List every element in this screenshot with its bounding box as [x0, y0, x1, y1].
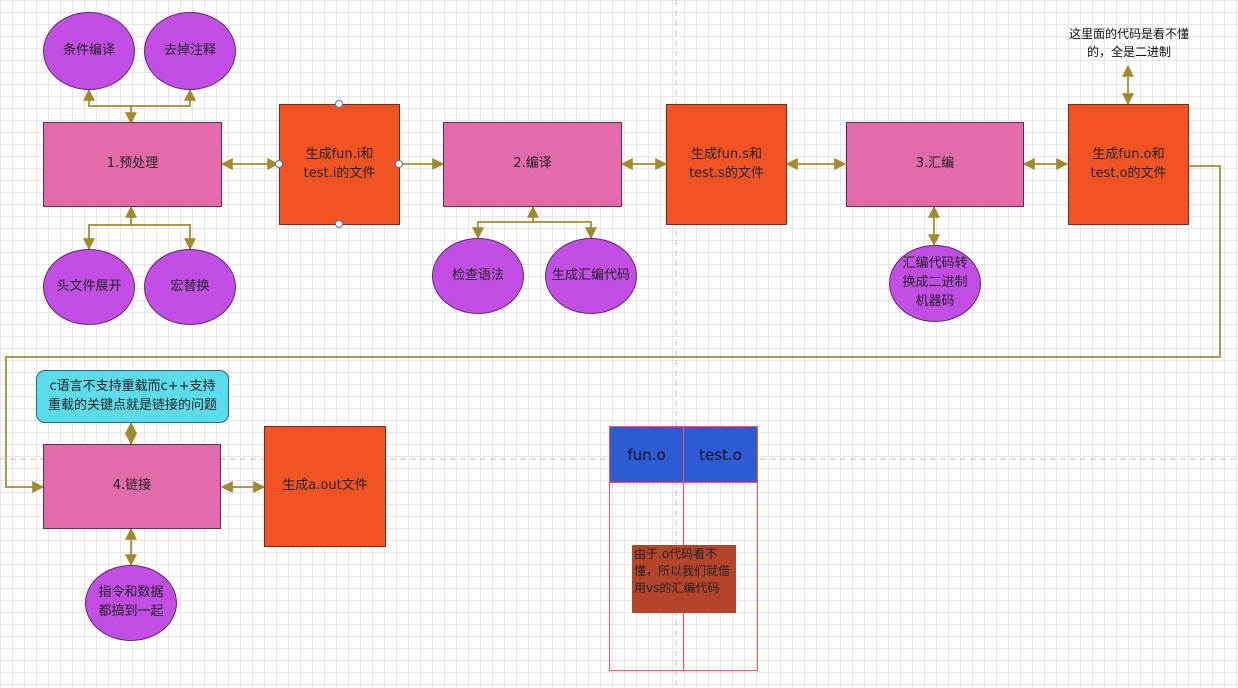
resize-handle-bottom[interactable]: [335, 220, 343, 228]
detail-asm-to-machine[interactable]: 汇编代码转换成二进制机器码: [889, 245, 981, 322]
stage-link[interactable]: 4.链接: [43, 444, 221, 529]
detail-syntax-check-label: 检查语法: [451, 267, 504, 283]
detail-merge-data-label: 指令和数据都搞到一起: [98, 585, 164, 619]
detail-conditional-compile-label: 条件编译: [62, 42, 115, 58]
edge-bottom-bracket: [83, 224, 196, 251]
resize-handle-top[interactable]: [335, 100, 343, 108]
output-s-files[interactable]: 生成fun.s和test.s的文件: [666, 104, 787, 225]
output-a-out-label: 生成a.out文件: [282, 478, 368, 494]
detail-header-expand[interactable]: 头文件展开: [43, 249, 135, 325]
detail-macro-replace-label: 宏替换: [170, 278, 210, 294]
stage-compile-label: 2.编译: [513, 156, 552, 172]
table-annotation-label: 由于.o代码看不懂，所以我们就借用vs的汇编代码: [634, 547, 731, 595]
detail-asm-to-machine-label: 汇编代码转换成二进制机器码: [902, 256, 968, 309]
detail-header-expand-label: 头文件展开: [56, 278, 122, 294]
output-a-out[interactable]: 生成a.out文件: [264, 426, 386, 547]
stage-compile[interactable]: 2.编译: [443, 122, 622, 207]
note-binary[interactable]: 这里面的代码是看不懂的，全是二进制: [1060, 25, 1198, 61]
stage-preprocess-label: 1.预处理: [106, 156, 159, 172]
edge-compile-bracket: [472, 221, 597, 240]
output-o-files[interactable]: 生成fun.o和test.o的文件: [1068, 104, 1189, 225]
detail-remove-comments[interactable]: 去掉注释: [144, 12, 236, 90]
detail-gen-asm[interactable]: 生成汇编代码: [545, 238, 637, 314]
stage-assemble-label: 3.汇编: [915, 156, 955, 172]
detail-merge-data[interactable]: 指令和数据都搞到一起: [85, 565, 177, 641]
detail-macro-replace[interactable]: 宏替换: [144, 249, 236, 325]
output-i-files-label: 生成fun.i和test.i的文件: [303, 146, 376, 181]
output-o-files-label: 生成fun.o和test.o的文件: [1090, 146, 1167, 181]
table-annotation[interactable]: 由于.o代码看不懂，所以我们就借用vs的汇编代码: [632, 545, 736, 613]
output-s-files-label: 生成fun.s和test.s的文件: [689, 146, 764, 181]
resize-handle-right[interactable]: [395, 160, 403, 168]
edge-wrap-link: [5, 165, 1221, 493]
note-binary-label: 这里面的代码是看不懂的，全是二进制: [1068, 27, 1189, 59]
note-overload-label: c语言不支持重载而c++支持重载的关键点就是链接的问题: [47, 378, 217, 413]
detail-remove-comments-label: 去掉注释: [163, 42, 216, 58]
output-i-files[interactable]: 生成fun.i和test.i的文件: [279, 104, 400, 225]
detail-gen-asm-label: 生成汇编代码: [551, 267, 630, 283]
table-header-test-o-label: test.o: [699, 445, 742, 464]
stage-preprocess[interactable]: 1.预处理: [43, 122, 222, 207]
table-header-test-o[interactable]: test.o: [683, 426, 758, 483]
table-header-fun-o-label: fun.o: [627, 445, 666, 464]
stage-link-label: 4.链接: [112, 478, 152, 494]
note-overload[interactable]: c语言不支持重载而c++支持重载的关键点就是链接的问题: [36, 370, 229, 423]
detail-syntax-check[interactable]: 检查语法: [432, 238, 524, 314]
edge-top-bracket: [83, 88, 196, 107]
resize-handle-left[interactable]: [275, 160, 283, 168]
stage-assemble[interactable]: 3.汇编: [846, 122, 1024, 207]
detail-conditional-compile[interactable]: 条件编译: [43, 12, 135, 90]
table-header-fun-o[interactable]: fun.o: [609, 426, 684, 483]
